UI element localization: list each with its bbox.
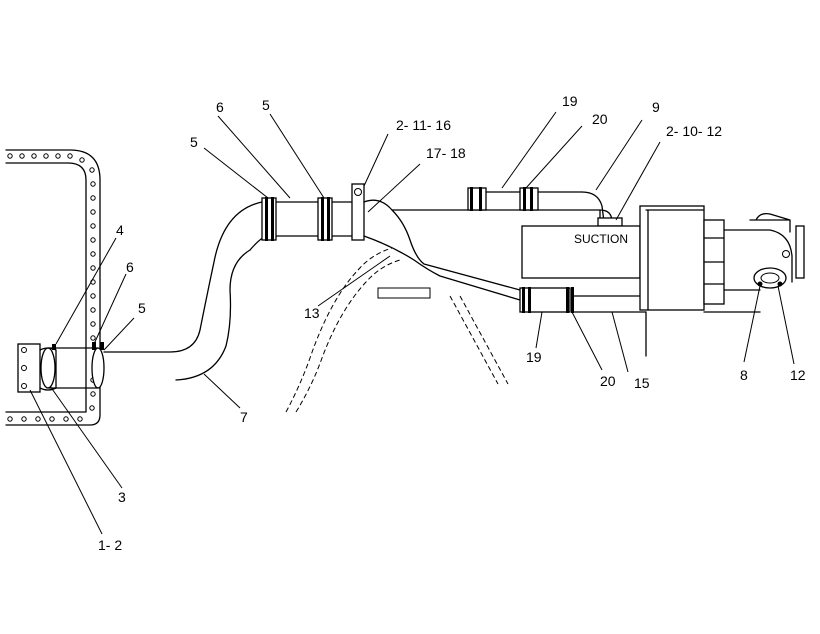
pump-suction-label: SUCTION	[574, 232, 628, 246]
callout-15: 15	[634, 375, 650, 391]
callout-19-top: 19	[562, 93, 578, 109]
callout-labels: 1- 2 3 4 6 5 7 5 6 5 2- 11- 16 17- 18 13…	[98, 93, 806, 553]
callout-2-11-16: 2- 11- 16	[396, 117, 451, 133]
callout-12: 12	[790, 367, 806, 383]
callout-13: 13	[304, 305, 320, 321]
callout-6-top: 6	[216, 99, 224, 115]
lower-suction-pipe	[519, 287, 647, 357]
tank-outlet-flange	[17, 342, 105, 393]
upper-suction-pipe	[467, 187, 623, 227]
tank-outline	[5, 149, 101, 426]
tank-rivets	[7, 153, 96, 422]
callout-6-left: 6	[126, 259, 134, 275]
callout-9: 9	[652, 99, 660, 115]
callout-3: 3	[118, 489, 126, 505]
frame-hidden-lines	[285, 247, 509, 413]
leader-lines	[29, 111, 795, 535]
hose-7	[103, 201, 263, 381]
callout-1-2: 1- 2	[98, 537, 122, 553]
callout-5-left: 5	[138, 300, 146, 316]
callout-5-top: 5	[262, 97, 270, 113]
callout-5-topleft: 5	[190, 134, 198, 150]
callout-7: 7	[240, 409, 248, 425]
callout-17-18: 17- 18	[426, 145, 466, 161]
upper-inlet-pipe	[249, 183, 365, 251]
callout-4: 4	[116, 222, 124, 238]
callout-20-top: 20	[592, 111, 608, 127]
callout-19-bottom: 19	[526, 349, 542, 365]
callout-20-bottom: 20	[600, 373, 616, 389]
pump-body	[521, 205, 805, 313]
callout-8: 8	[740, 367, 748, 383]
wye-fitting-13	[363, 199, 613, 301]
callout-2-10-12: 2- 10- 12	[666, 123, 722, 139]
